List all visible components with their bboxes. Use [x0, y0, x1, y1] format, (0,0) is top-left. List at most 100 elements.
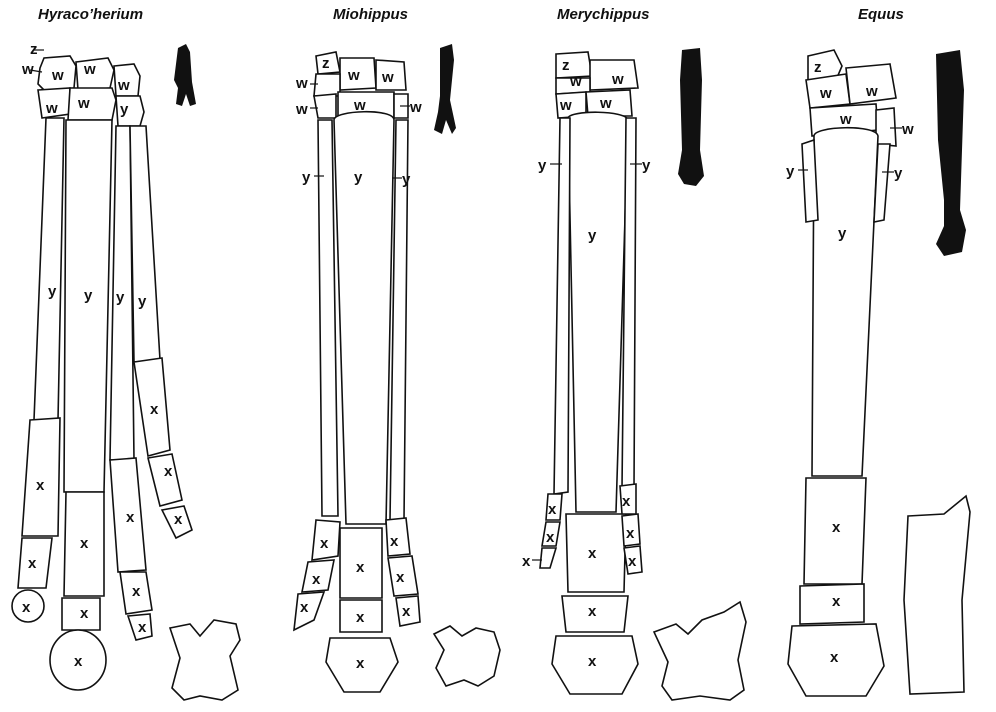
label-w: w: [839, 111, 852, 128]
label-x: x: [832, 519, 841, 536]
cross-section-bone: [170, 620, 240, 700]
label-y: y: [786, 163, 795, 180]
carpal-bone: [314, 94, 336, 118]
label-w: w: [409, 99, 422, 116]
foot-silhouette-icon: [434, 44, 456, 134]
label-x: x: [150, 401, 159, 418]
label-x: x: [36, 477, 45, 494]
label-y: y: [84, 287, 93, 304]
cross-section-bone: [904, 496, 970, 694]
foot-equus: z w w w w y y y x x x: [786, 50, 970, 696]
label-w: w: [569, 73, 582, 90]
label-x: x: [588, 603, 597, 620]
label-w: w: [381, 69, 394, 86]
label-x: x: [546, 529, 555, 546]
phalanx-bone: [540, 548, 556, 568]
title-miohippus: Miohippus: [333, 6, 408, 23]
metacarpal-bone: [568, 112, 628, 512]
label-y: y: [402, 171, 411, 188]
label-w: w: [117, 77, 130, 94]
foot-merychippus: z w w w w y y y x x x x x x x x x: [522, 48, 746, 700]
title-equus: Equus: [858, 6, 904, 23]
label-x: x: [22, 599, 31, 616]
label-x: x: [548, 501, 557, 518]
label-x: x: [588, 545, 597, 562]
title-hyracotherium: Hyraco’herium: [38, 6, 143, 23]
label-y: y: [642, 157, 651, 174]
foot-silhouette-icon: [678, 48, 704, 186]
label-w: w: [347, 67, 360, 84]
label-x: x: [356, 559, 365, 576]
label-w: w: [295, 75, 308, 92]
carpal-bone: [876, 108, 896, 146]
label-x: x: [312, 571, 321, 588]
label-w: w: [353, 97, 366, 114]
label-w: w: [901, 121, 914, 138]
foot-silhouette-icon: [174, 44, 196, 106]
label-w: w: [819, 85, 832, 102]
label-y: y: [120, 101, 129, 118]
phalanx-bone: [148, 454, 182, 506]
title-merychippus: Merychippus: [557, 6, 650, 23]
label-x: x: [356, 609, 365, 626]
label-x: x: [390, 533, 399, 550]
label-y: y: [116, 289, 125, 306]
foot-hyracotherium: z w w w w w w y y y y y x x x x x x x x …: [12, 41, 240, 700]
label-x: x: [80, 535, 89, 552]
label-w: w: [21, 61, 34, 78]
metacarpal-bone: [34, 118, 64, 420]
label-x: x: [138, 619, 147, 636]
carpal-bone: [314, 74, 340, 96]
label-x: x: [626, 525, 635, 542]
label-y: y: [354, 169, 363, 186]
label-w: w: [51, 67, 64, 84]
label-y: y: [838, 225, 847, 242]
label-x: x: [628, 553, 637, 570]
metacarpal-bone: [130, 126, 160, 362]
foot-silhouette-icon: [936, 50, 966, 256]
cross-section-bone: [434, 626, 500, 686]
label-w: w: [83, 61, 96, 78]
metacarpal-bone: [64, 120, 112, 492]
label-x: x: [320, 535, 329, 552]
label-w: w: [599, 95, 612, 112]
label-x: x: [830, 649, 839, 666]
foot-miohippus: z w w w w w w y y y x x x x x x x x x: [294, 44, 500, 692]
label-x: x: [622, 493, 631, 510]
cross-section-bone: [654, 602, 746, 700]
label-w: w: [559, 97, 572, 114]
label-w: w: [77, 95, 90, 112]
metacarpal-bone: [334, 112, 394, 524]
label-w: w: [611, 71, 624, 88]
label-x: x: [832, 593, 841, 610]
label-x: x: [588, 653, 597, 670]
label-y: y: [538, 157, 547, 174]
label-x: x: [28, 555, 37, 572]
label-z: z: [814, 59, 822, 76]
label-z: z: [322, 55, 330, 72]
phalanx-bone: [294, 592, 324, 630]
label-x: x: [74, 653, 83, 670]
carpal-bone: [68, 88, 116, 120]
label-w: w: [295, 101, 308, 118]
label-w: w: [865, 83, 878, 100]
label-x: x: [164, 463, 173, 480]
metacarpal-bone: [554, 118, 570, 494]
label-y: y: [302, 169, 311, 186]
label-w: w: [45, 100, 58, 117]
label-y: y: [48, 283, 57, 300]
label-y: y: [138, 293, 147, 310]
label-x: x: [132, 583, 141, 600]
label-z: z: [30, 41, 38, 58]
label-x: x: [174, 511, 183, 528]
label-y: y: [588, 227, 597, 244]
label-x: x: [396, 569, 405, 586]
metacarpal-bone: [812, 128, 878, 476]
label-x: x: [126, 509, 135, 526]
label-x: x: [80, 605, 89, 622]
label-x: x: [356, 655, 365, 672]
label-z: z: [562, 57, 570, 74]
label-x: x: [300, 599, 309, 616]
